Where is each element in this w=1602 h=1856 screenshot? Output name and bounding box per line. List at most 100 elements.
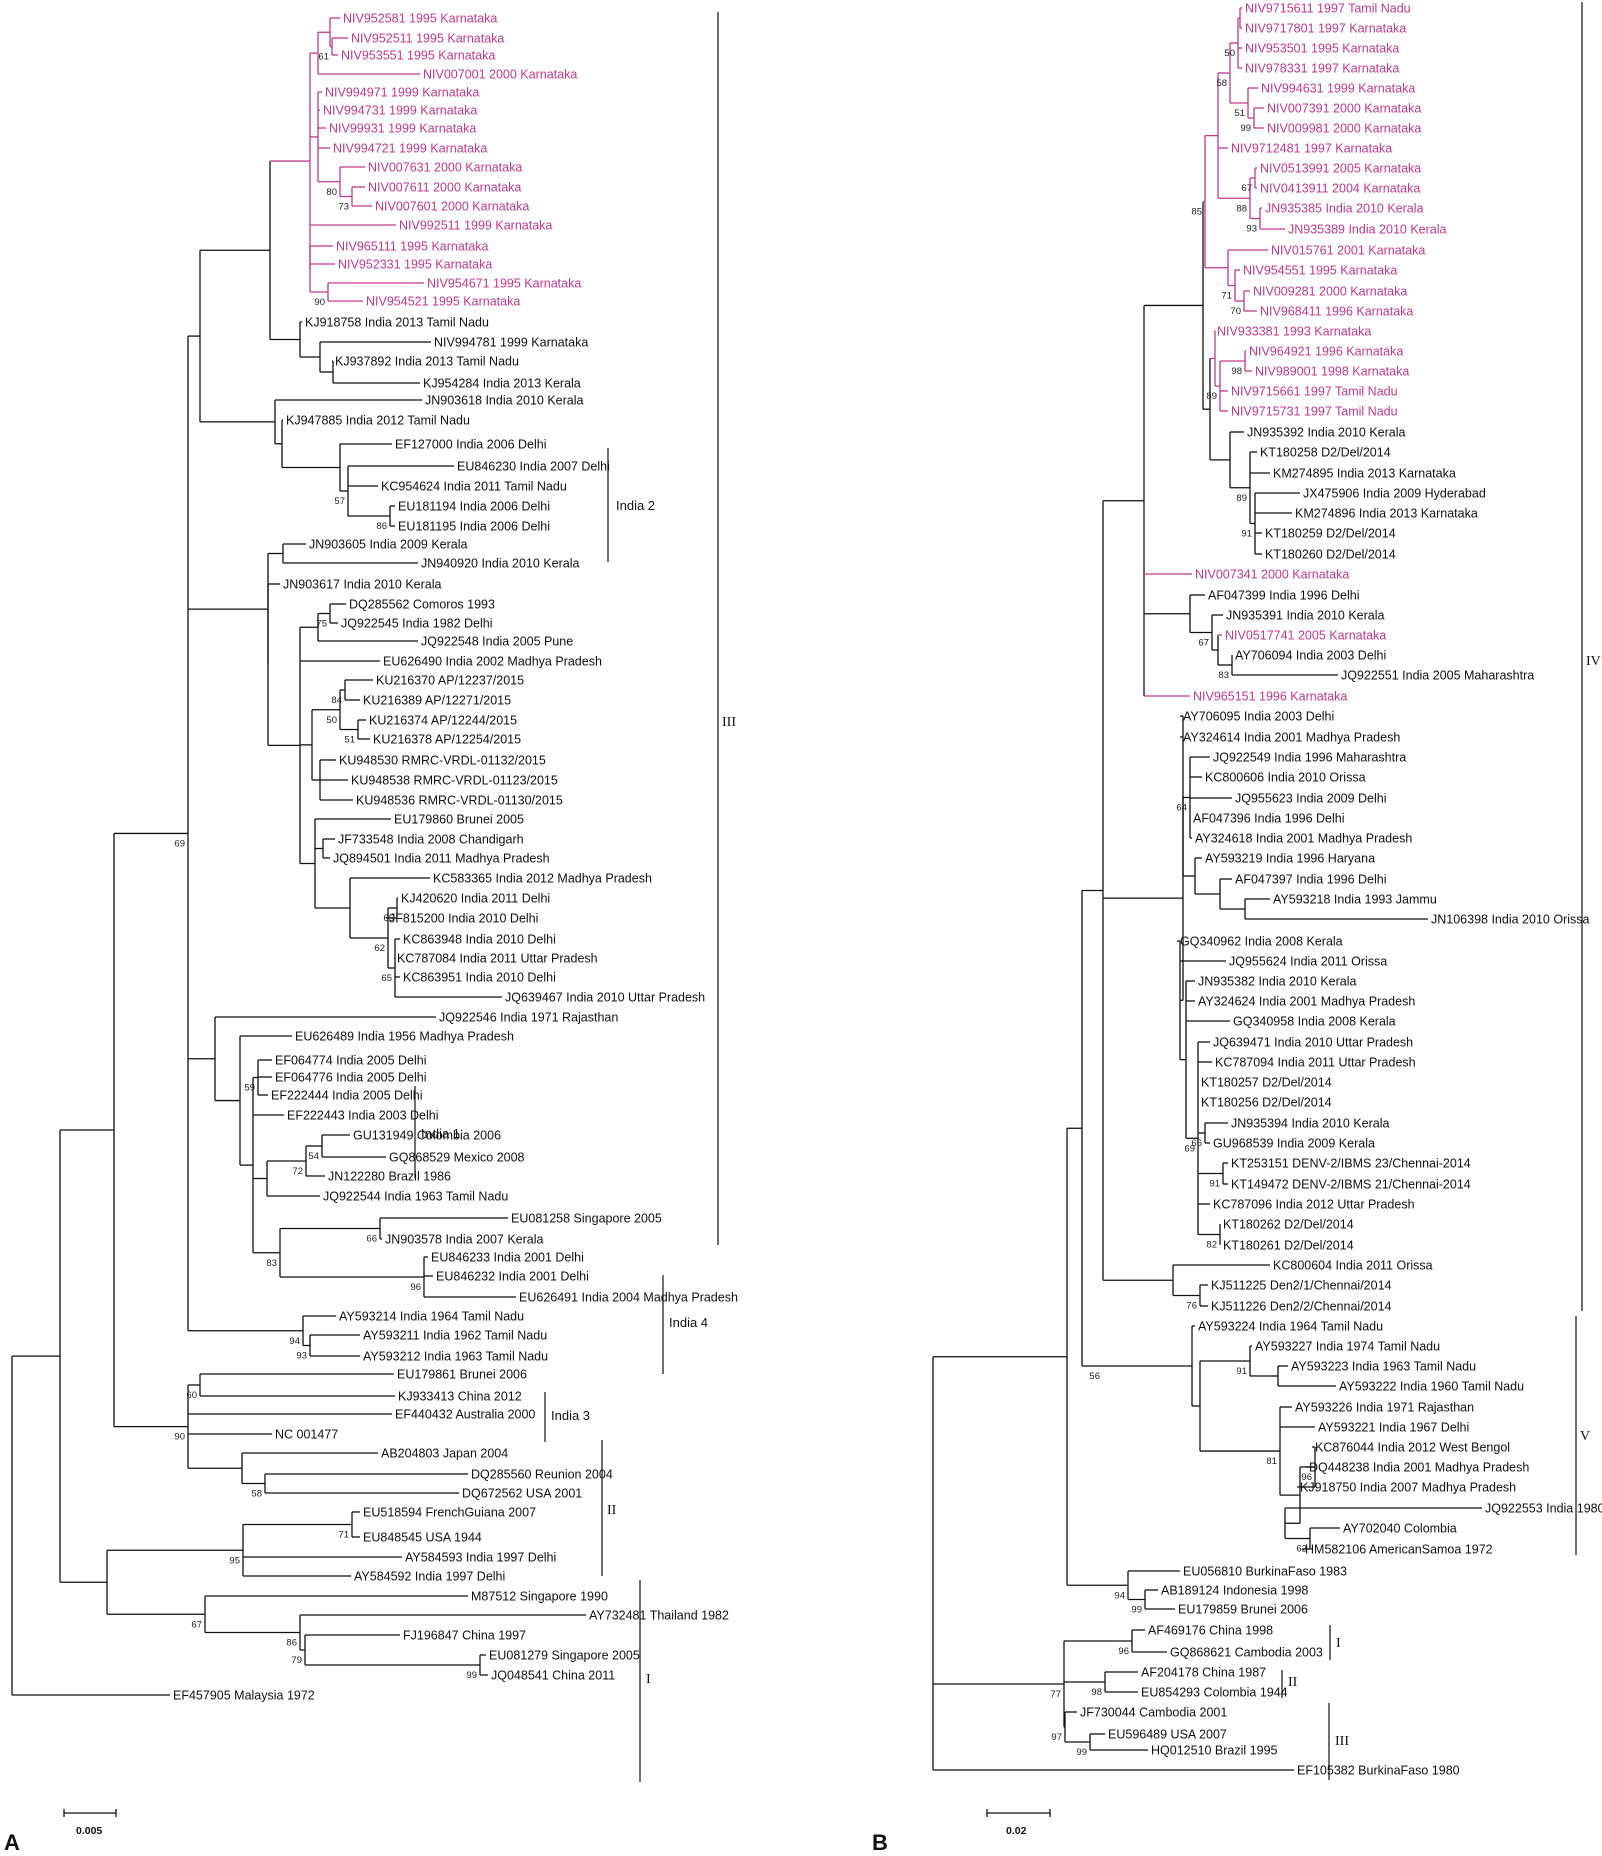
bootstrap-value: 84 — [331, 695, 342, 706]
taxon-label: KC954624 India 2011 Tamil Nadu — [381, 480, 567, 494]
genotype-b-ii: II — [1288, 1675, 1298, 1690]
taxon-label: NIV994721 1999 Karnataka — [333, 142, 487, 156]
scale-bar-a-label: 0.005 — [76, 1825, 102, 1837]
taxon-label: EU848545 USA 1944 — [363, 1531, 482, 1545]
taxon-label: EU626489 India 1956 Madhya Pradesh — [295, 1030, 514, 1044]
taxon-label: NIV9712481 1997 Karnataka — [1231, 142, 1392, 156]
taxon-label: KT180259 D2/Del/2014 — [1265, 527, 1396, 541]
taxon-label: EU081279 Singapore 2005 — [489, 1649, 640, 1663]
clade-brackets-a — [414, 12, 719, 1782]
bootstrap-value: 75 — [316, 619, 327, 630]
taxon-label: NIV965151 1996 Karnataka — [1193, 690, 1347, 704]
taxon-label: JN903617 India 2010 Kerala — [283, 578, 442, 592]
bootstrap-value: 50 — [1224, 48, 1235, 59]
taxon-label: JQ639471 India 2010 Uttar Pradesh — [1213, 1036, 1413, 1050]
taxon-label: KM274896 India 2013 Karnataka — [1295, 507, 1478, 521]
taxon-label: NIV989001 1998 Karnataka — [1255, 365, 1409, 379]
taxon-label: AY593212 India 1963 Tamil Nadu — [363, 1350, 548, 1364]
taxon-label: AY593221 India 1967 Delhi — [1318, 1421, 1469, 1435]
group-india-2: India 2 — [616, 498, 655, 513]
taxon-label: EU518594 FrenchGuiana 2007 — [363, 1506, 536, 1520]
taxon-label: EF440432 Australia 2000 — [395, 1408, 535, 1422]
taxon-label: JN935385 India 2010 Kerala — [1265, 202, 1424, 216]
bootstrap-value: 51 — [344, 735, 355, 746]
taxon-label: EU596489 USA 2007 — [1108, 1728, 1227, 1742]
bootstrap-value: 86 — [376, 521, 387, 532]
bootstrap-value: 83 — [266, 1258, 277, 1269]
taxon-label: JQ955624 India 2011 Orissa — [1229, 955, 1387, 969]
taxon-label: KU216370 AP/12237/2015 — [376, 674, 524, 688]
taxon-label: KT180256 D2/Del/2014 — [1201, 1096, 1332, 1110]
bootstrap-value: 66 — [1191, 1138, 1202, 1149]
bootstrap-value: 94 — [1114, 1590, 1125, 1601]
bootstrap-value: 59 — [244, 1083, 255, 1094]
bootstrap-value: 93 — [1246, 224, 1257, 235]
taxon-label: JQ639467 India 2010 Uttar Pradesh — [505, 991, 705, 1005]
bootstrap-value: 99 — [1131, 1605, 1142, 1616]
taxon-label: JN935389 India 2010 Kerala — [1288, 223, 1447, 237]
bootstrap-value: 67 — [1198, 638, 1209, 649]
taxon-label: KC787096 India 2012 Uttar Pradesh — [1213, 1198, 1415, 1212]
taxon-label: NC 001477 — [275, 1428, 338, 1442]
taxon-label: KJ918750 India 2007 Madhya Pradesh — [1300, 1481, 1516, 1495]
taxon-label: NIV9715611 1997 Tamil Nadu — [1245, 2, 1411, 16]
taxon-label: AY593224 India 1964 Tamil Nadu — [1198, 1320, 1383, 1334]
taxon-label: GQ340962 India 2008 Kerala — [1180, 935, 1343, 949]
bootstrap-value: 70 — [1230, 306, 1241, 317]
taxon-label: NIV9715661 1997 Tamil Nadu — [1231, 385, 1398, 399]
bootstrap-value: 80 — [326, 187, 337, 198]
bootstrap-value: 56 — [1089, 1371, 1100, 1382]
taxon-label: AB189124 Indonesia 1998 — [1161, 1584, 1308, 1598]
taxon-label: JN106398 India 2010 Orissa — [1431, 913, 1589, 927]
group-india-3: India 3 — [551, 1408, 590, 1423]
taxon-label: JQ922546 India 1971 Rajasthan — [439, 1011, 618, 1025]
taxon-label: DQ672562 USA 2001 — [462, 1487, 582, 1501]
bootstrap-value: 96 — [1118, 1646, 1129, 1657]
bootstrap-value: 95 — [229, 1555, 240, 1566]
panel-b-label: B — [872, 1830, 888, 1855]
bootstrap-value: 64 — [1176, 803, 1187, 814]
taxon-label: HQ012510 Brazil 1995 — [1151, 1744, 1278, 1758]
bootstrap-value: 51 — [1234, 108, 1245, 119]
taxon-label: NIV009281 2000 Karnataka — [1253, 285, 1407, 299]
bootstrap-value: 50 — [326, 715, 337, 726]
taxon-label: JQ922551 India 2005 Maharashtra — [1341, 669, 1534, 683]
taxon-label: AY324624 India 2001 Madhya Pradesh — [1198, 995, 1415, 1009]
taxon-label: KT180260 D2/Del/2014 — [1265, 548, 1396, 562]
bootstrap-value: 93 — [296, 1351, 307, 1362]
bootstrap-value: 98 — [1091, 1687, 1102, 1698]
taxon-label: JN935392 India 2010 Kerala — [1247, 426, 1406, 440]
scale-bar-a — [63, 1809, 117, 1817]
taxon-label: KU948538 RMRC-VRDL-01123/2015 — [351, 774, 558, 788]
taxon-label: EU081258 Singapore 2005 — [511, 1212, 662, 1226]
taxon-label: NIV954671 1995 Karnataka — [427, 277, 581, 291]
bootstrap-value: 73 — [338, 202, 349, 213]
taxon-label: JQ894501 India 2011 Madhya Pradesh — [333, 852, 550, 866]
taxon-label: KC863951 India 2010 Delhi — [403, 971, 556, 985]
bootstrap-value: 90 — [314, 297, 325, 308]
bootstrap-value: 79 — [291, 1655, 302, 1666]
taxon-label: KJ933413 China 2012 — [398, 1390, 522, 1404]
taxon-label: JN903618 India 2010 Kerala — [425, 394, 584, 408]
bootstrap-value: 83 — [1218, 670, 1229, 681]
taxon-label: AY732481 Thailand 1982 — [589, 1609, 729, 1623]
taxon-label: JQ955623 India 2009 Delhi — [1235, 792, 1387, 806]
taxon-label: KJ947885 India 2012 Tamil Nadu — [286, 414, 470, 428]
taxon-label: KJ511225 Den2/1/Chennai/2014 — [1211, 1279, 1392, 1293]
taxon-label: KT149472 DENV-2/IBMS 21/Chennai-2014 — [1231, 1178, 1471, 1192]
bootstrap-value: 99 — [466, 1670, 477, 1681]
taxon-label: NIV007391 2000 Karnataka — [1267, 102, 1421, 116]
taxon-label: AF047396 India 1996 Delhi — [1193, 812, 1345, 826]
taxon-label: JX475906 India 2009 Hyderabad — [1303, 487, 1486, 501]
genotype-b-v: V — [1580, 1429, 1590, 1444]
taxon-label: AY593219 India 1996 Haryana — [1205, 852, 1375, 866]
taxon-label: JQ922553 India 1980 West Bengol — [1485, 1502, 1602, 1516]
taxon-label: EU181194 India 2006 Delhi — [398, 500, 550, 514]
taxon-label: NIV0513991 2005 Karnataka — [1260, 162, 1421, 176]
bootstrap-value: 61 — [318, 52, 329, 63]
taxon-label: NIV952581 1995 Karnataka — [343, 12, 497, 26]
taxon-label: AF469176 China 1998 — [1148, 1624, 1273, 1638]
